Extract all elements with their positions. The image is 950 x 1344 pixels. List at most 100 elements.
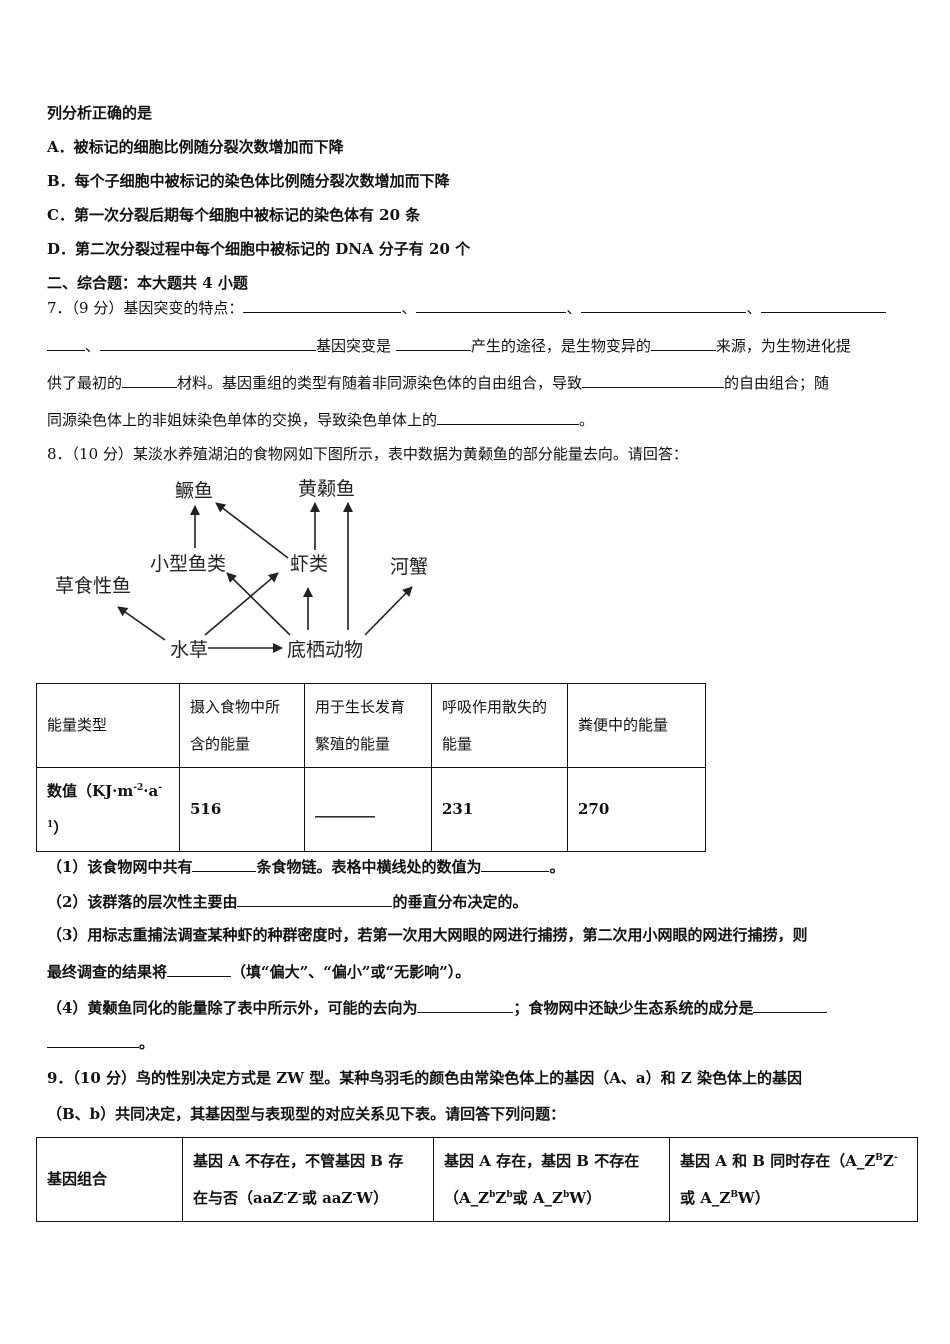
blank (417, 997, 514, 1013)
blank (395, 335, 471, 351)
q7-line4: 同源染色体上的非姐妹染色单体的交换，导致染色单体上的。 (47, 409, 594, 430)
table-cell: 能量类型 (36, 683, 180, 768)
text: ；食物网中还缺少生态系统的成分是 (513, 999, 754, 1017)
text: 材料。基因重组的类型有随着非同源染色体的自由组合，导致 (177, 374, 583, 392)
text-line: 列分析正确的是 (47, 104, 153, 122)
blank (582, 372, 725, 388)
table-cell: 粪便中的能量 (567, 683, 706, 768)
blank (167, 961, 232, 977)
text: （4）黄颡鱼同化的能量除了表中所示外，可能的去向为 (47, 999, 418, 1017)
superscript: b (489, 1189, 496, 1200)
q7-line2: 、 基因突变是 产生的途径，是生物变异的 来源，为生物进化提 (47, 335, 851, 356)
cell-value: ________ (315, 800, 375, 818)
q8-intro: 8．（10 分）某淡水养殖湖泊的食物网如下图所示，表中数据为黄颡鱼的部分能量去向… (47, 445, 688, 463)
cell-text: 在与否（aaZ (193, 1188, 284, 1207)
table-cell: 270 (567, 767, 706, 852)
cell-text: Z (495, 1188, 507, 1207)
arrow (364, 586, 413, 636)
cell-value: 270 (578, 800, 610, 818)
q8-sub4-cont: 。 (47, 1032, 154, 1053)
superscript: 1 (47, 819, 54, 830)
q8-sub4: （4）黄颡鱼同化的能量除了表中所示外，可能的去向为 ；食物网中还缺少生态系统的成分… (47, 997, 828, 1018)
node-river-crab: 河蟹 (390, 556, 428, 578)
superscript: -2 (133, 782, 144, 793)
blank (192, 856, 257, 872)
cell-text: 用于生长发育 (315, 697, 406, 716)
text: （2）该群落的层次性主要由 (47, 893, 238, 911)
text: 的垂直分布决定的。 (392, 893, 528, 911)
q7-line1: 7．（9 分）基因突变的特点：、、、 (47, 297, 887, 318)
node-shrimp: 虾类 (290, 553, 328, 575)
q8-sub3-cont: 最终调查的结果将 （填“偏大”、“偏小”或“无影响”）。 (47, 961, 470, 982)
blank (753, 997, 828, 1013)
separator: 、 (401, 299, 417, 317)
superscript: - (283, 1189, 288, 1200)
food-web-diagram: 鳜鱼 黄颡鱼 小型鱼类 虾类 河蟹 草食性鱼 水草 底栖动物 (55, 478, 428, 661)
energy-table: 能量类型 摄入食物中所含的能量 用于生长发育繁殖的能量 呼吸作用散失的能量 粪便… (36, 683, 706, 852)
table-row: 能量类型 摄入食物中所含的能量 用于生长发育繁殖的能量 呼吸作用散失的能量 粪便… (36, 683, 706, 768)
text: 来源，为生物进化提 (715, 337, 851, 355)
cell-text: 或 A_Z (680, 1188, 731, 1207)
arrow (204, 572, 279, 636)
separator: 、 (566, 299, 582, 317)
blank (47, 1032, 139, 1048)
cell-text: 基因组合 (47, 1170, 108, 1188)
table-cell: 数值（KJ·m-2·a-1） (36, 767, 180, 852)
cell-text: （A_Z (444, 1188, 490, 1207)
cell-text: 呼吸作用散失的 (442, 697, 548, 716)
text: 条食物链。表格中横线处的数值为 (256, 858, 482, 876)
cell-text: Z (287, 1188, 299, 1207)
superscript: - (352, 1189, 357, 1200)
q8-sub1: （1）该食物网中共有条食物链。表格中横线处的数值为。 (47, 856, 564, 877)
cell-text: ） (53, 818, 69, 837)
arrow (226, 572, 291, 636)
table-cell: 516 (179, 767, 305, 852)
table-cell: ________ (304, 767, 432, 852)
cell-text: ·a (143, 781, 159, 800)
text: 基因突变是 (316, 337, 392, 355)
text: 的自由组合；随 (724, 374, 830, 392)
cell-text: 基因 A 不存在，不管基因 B 存 (193, 1151, 404, 1170)
blank (761, 297, 887, 313)
table-cell: 231 (431, 767, 568, 852)
arrow (215, 502, 289, 559)
table-cell: 摄入食物中所含的能量 (179, 683, 305, 768)
node-mandarin-fish: 鳜鱼 (175, 480, 213, 502)
option-c: C．第一次分裂后期每个细胞中被标记的染色体有 20 条 (47, 206, 421, 224)
text: 。 (579, 411, 595, 429)
cell-text: 能量 (442, 734, 473, 753)
q8-sub3: （3）用标志重捕法调查某种虾的种群密度时，若第一次用大网眼的网进行捕捞，第二次用… (47, 926, 808, 944)
separator: 、 (85, 337, 101, 355)
cell-text: 或 aaZ (301, 1188, 353, 1207)
table-cell: 基因 A 和 B 同时存在（A_ZBZ-或 A_ZBW） (669, 1137, 918, 1222)
node-herbivorous-fish: 草食性鱼 (55, 575, 131, 597)
cell-text: 数值（KJ·m (47, 781, 134, 800)
blank (47, 335, 85, 351)
node-benthic-animals: 底栖动物 (287, 639, 363, 661)
text: （填“偏大”、“偏小”或“无影响”）。 (231, 963, 471, 981)
genotype-table: 基因组合 基因 A 不存在，不管基因 B 存在与否（aaZ-Z-或 aaZ-W）… (36, 1137, 918, 1222)
text: 最终调查的结果将 (47, 963, 168, 981)
blank (122, 372, 178, 388)
blank (237, 891, 393, 907)
text: 产生的途径，是生物变异的 (470, 337, 651, 355)
cell-value: 231 (442, 800, 474, 818)
blank (650, 335, 716, 351)
q8-sub2: （2）该群落的层次性主要由 的垂直分布决定的。 (47, 891, 527, 912)
cell-text: 基因 A 和 B 同时存在（A_Z (680, 1151, 876, 1170)
blank (437, 409, 580, 425)
superscript: - (298, 1189, 302, 1200)
q7-line3: 供了最初的材料。基因重组的类型有随着非同源染色体的自由组合，导致的自由组合；随 (47, 372, 829, 393)
superscript: B (875, 1152, 883, 1163)
cell-text: 粪便中的能量 (578, 716, 669, 734)
superscript: b (562, 1189, 570, 1200)
text: 。 (139, 1034, 155, 1052)
cell-text: 能量类型 (47, 716, 108, 734)
blank (581, 297, 747, 313)
q9-line1: 9．（10 分）鸟的性别决定方式是 ZW 型。某种鸟羽毛的颜色由常染色体上的基因… (47, 1069, 803, 1087)
option-a: A．被标记的细胞比例随分裂次数增加而下降 (47, 138, 344, 156)
cell-text: 繁殖的能量 (315, 734, 391, 753)
table-row: 基因组合 基因 A 不存在，不管基因 B 存在与否（aaZ-Z-或 aaZ-W）… (36, 1137, 918, 1222)
cell-text: Z (882, 1151, 894, 1170)
cell-text: W） (737, 1188, 770, 1207)
